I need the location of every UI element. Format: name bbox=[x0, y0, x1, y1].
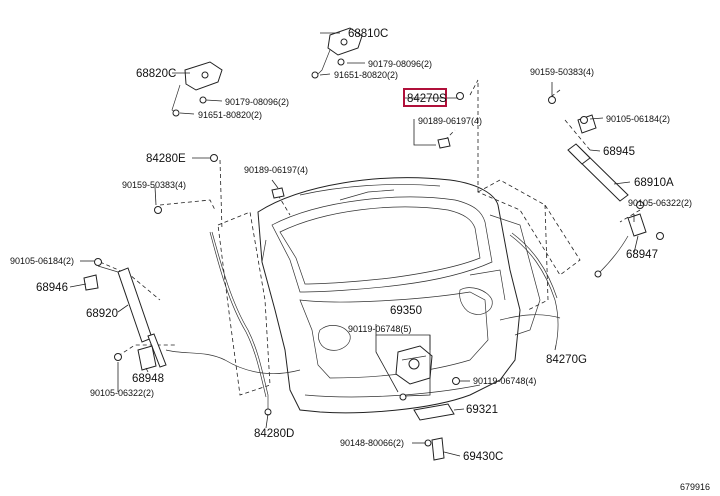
hinge-68810C bbox=[311, 27, 363, 79]
label-91651-top: 91651-80820(2) bbox=[334, 70, 398, 80]
label-90105-right2: 90105-06322(2) bbox=[628, 198, 692, 208]
label-90105-right: 90105-06184(2) bbox=[606, 114, 670, 124]
hinge-68820C bbox=[171, 61, 223, 117]
label-90105-left: 90105-06184(2) bbox=[10, 256, 74, 266]
label-68945: 68945 bbox=[603, 146, 635, 158]
label-90179-top: 90179-08096(2) bbox=[368, 59, 432, 69]
label-68948: 68948 bbox=[132, 373, 164, 385]
label-68920: 68920 bbox=[86, 308, 118, 320]
label-90105-left2: 90105-06322(2) bbox=[90, 388, 154, 398]
bracket-68948 bbox=[114, 345, 157, 371]
handle-69321 bbox=[413, 403, 455, 421]
label-90159-right: 90159-50383(4) bbox=[530, 67, 594, 77]
figure-code: 679916 bbox=[680, 482, 710, 492]
bracket-68947 bbox=[627, 201, 664, 240]
lock-assembly-69350 bbox=[395, 345, 460, 401]
label-69350: 69350 bbox=[390, 305, 422, 317]
clips-left bbox=[154, 154, 285, 214]
label-90148: 90148-80066(2) bbox=[340, 438, 404, 448]
back-door-panel bbox=[257, 177, 541, 414]
label-91651-left: 91651-80820(2) bbox=[198, 110, 262, 120]
label-90179-left: 90179-08096(2) bbox=[225, 97, 289, 107]
label-68947: 68947 bbox=[626, 249, 658, 261]
callout-labels: 68810C 90179-08096(2) 91651-80820(2) 688… bbox=[10, 28, 710, 492]
label-68910A: 68910A bbox=[634, 177, 674, 189]
label-69321: 69321 bbox=[466, 404, 498, 416]
label-84280D: 84280D bbox=[254, 428, 294, 440]
label-90159-left: 90159-50383(4) bbox=[122, 180, 186, 190]
clips-right bbox=[437, 92, 556, 149]
label-84280E: 84280E bbox=[146, 153, 186, 165]
highlight-box-84270S bbox=[403, 88, 447, 107]
label-84270G: 84270G bbox=[546, 354, 587, 366]
latch-69430C bbox=[424, 437, 445, 461]
cable-84270G bbox=[499, 232, 629, 346]
gas-strut-68910A bbox=[567, 114, 629, 202]
label-90189-right: 90189-06197(4) bbox=[418, 116, 482, 126]
label-68810C: 68810C bbox=[348, 28, 388, 40]
label-68820C: 68820C bbox=[136, 68, 176, 80]
label-90189-left: 90189-06197(4) bbox=[244, 165, 308, 175]
gas-strut-68920 bbox=[83, 258, 167, 368]
label-84270S: 84270S bbox=[407, 93, 447, 105]
cable-84280D bbox=[165, 231, 301, 416]
label-90119-b: 90119-06748(4) bbox=[473, 376, 536, 386]
leader-lines bbox=[69, 32, 639, 457]
label-90119-a: 90119-06748(5) bbox=[348, 324, 411, 334]
label-69430C: 69430C bbox=[463, 451, 503, 463]
label-68946: 68946 bbox=[36, 282, 68, 294]
